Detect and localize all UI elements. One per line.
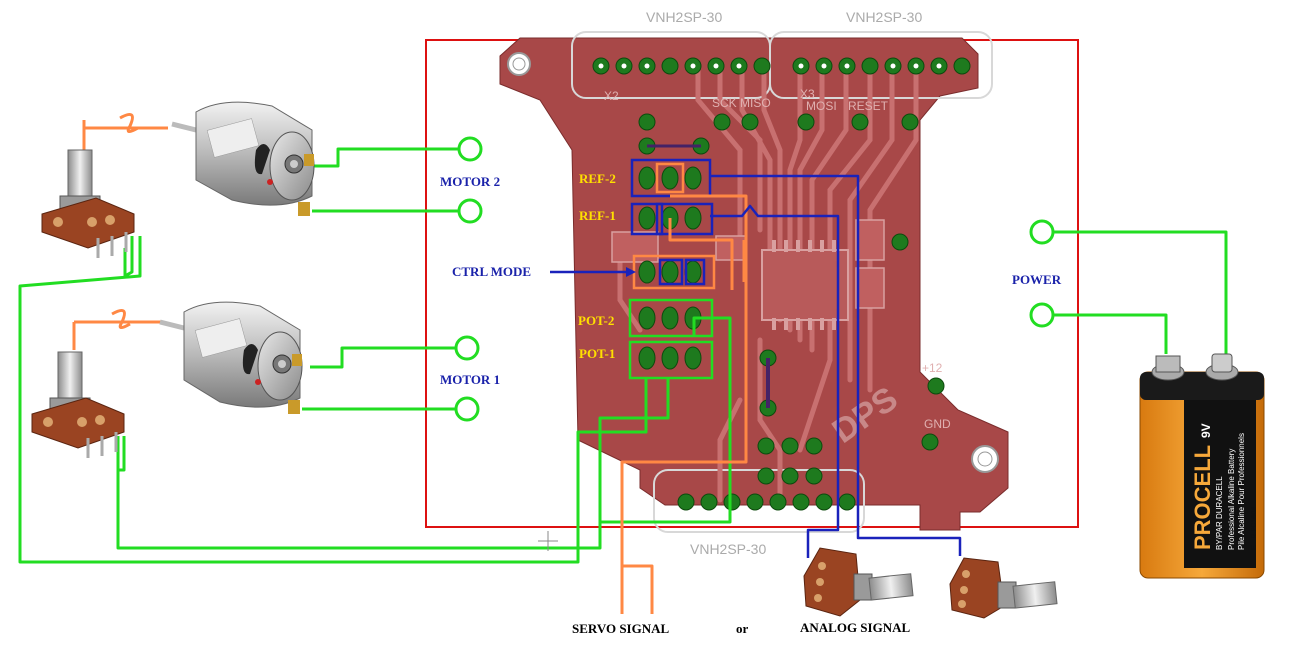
- pcb-board: X2 SCK MISO X3 MOSI RESET +12 GND DPS: [499, 31, 1009, 533]
- pot2-label: POT-2: [578, 313, 614, 328]
- silk-gnd: GND: [924, 417, 951, 431]
- pot1-label: POT-1: [579, 346, 615, 361]
- battery-brand: PROCELL: [1190, 445, 1215, 550]
- battery-sub-brand: BY/PAR DURACELL: [1215, 476, 1224, 550]
- ctrl-mode-arrow: [626, 267, 636, 277]
- silk-mosi: MOSI: [806, 99, 837, 113]
- silk-sck-miso: SCK MISO: [712, 96, 771, 110]
- analog-pot-1: [803, 547, 914, 617]
- battery-line1: Professional Alkaline Battery: [1227, 449, 1236, 550]
- battery-code: E · R PC1604: [1251, 507, 1258, 550]
- crosshair-mark: [538, 531, 558, 551]
- motor-2: [171, 101, 315, 216]
- battery-voltage: 9V: [1199, 423, 1213, 438]
- feedback-pot-1: [31, 351, 125, 458]
- green-wires: [18, 147, 1228, 564]
- motor-1: [159, 301, 303, 414]
- ref2-label: REF-2: [579, 171, 616, 186]
- analog-signal-label: ANALOG SIGNAL: [800, 620, 910, 635]
- ref1-label: REF-1: [579, 208, 616, 223]
- power-label: POWER: [1012, 272, 1062, 287]
- motor1-label: MOTOR 1: [440, 372, 500, 387]
- silk-reset: RESET: [848, 99, 889, 113]
- driver-label-top-left: VNH2SP-30: [646, 9, 722, 25]
- ctrl-mode-label: CTRL MODE: [452, 264, 531, 279]
- feedback-pot-2: [41, 149, 135, 258]
- battery-line2: Pile Alcaline Pour Professionnels: [1237, 433, 1246, 550]
- motor2-label: MOTOR 2: [440, 174, 500, 189]
- silk-x2: X2: [604, 89, 619, 103]
- servo-signal-label: SERVO SIGNAL: [572, 621, 669, 636]
- silk-x3: X3: [800, 87, 815, 101]
- driver-label-top-right: VNH2SP-30: [846, 9, 922, 25]
- battery-9v: PROCELL BY/PAR DURACELL Professional Alk…: [1139, 353, 1265, 579]
- or-label: or: [736, 621, 749, 636]
- analog-pot-2: [949, 557, 1058, 619]
- driver-label-bottom: VNH2SP-30: [690, 541, 766, 557]
- terminal-rings: [454, 136, 1055, 422]
- orange-wires: [72, 112, 748, 614]
- blue-wires: [550, 174, 962, 558]
- silk-v2: +12: [922, 361, 943, 375]
